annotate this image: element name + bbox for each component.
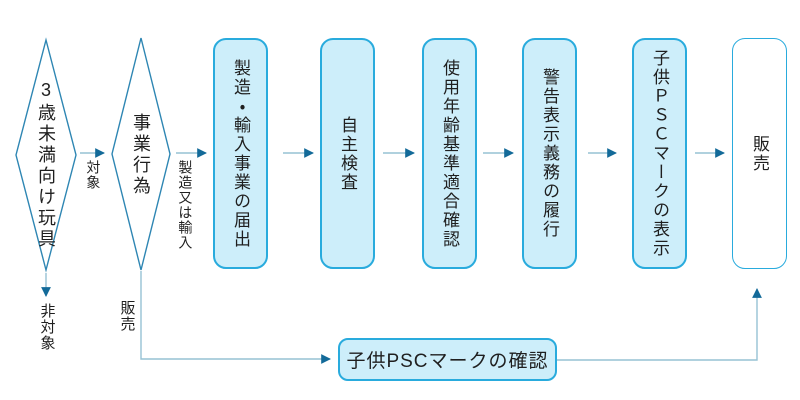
stage-label-psc-mark-display: 子供ＰＳＣマークの表示 (650, 49, 669, 258)
stage-box-business-notification: 製造・輸入事業の届出 (213, 38, 268, 269)
connector-confirmation-to-sale (557, 288, 762, 361)
stage-box-psc-mark-display: 子供ＰＳＣマークの表示 (632, 38, 687, 269)
connector-sale-to-confirmation (140, 271, 331, 364)
stage-box-warning-label-obligation: 警告表示義務の履行 (522, 38, 577, 269)
stage-label-warning-label-obligation: 警告表示義務の履行 (540, 68, 559, 239)
label-sale: 販売 (118, 300, 136, 332)
label-target: 対象 (85, 160, 102, 190)
stage-label-self-inspection: 自主検査 (338, 115, 357, 192)
stage-label-business-notification: 製造・輸入事業の届出 (231, 58, 250, 249)
psc-mark-confirmation-label: 子供PSCマークの確認 (346, 351, 549, 372)
label-manufacture-or-import: 製造又は輸入 (177, 160, 194, 250)
stage-label-age-standard-conformity: 使用年齢基準適合確認 (440, 58, 459, 249)
label-non-target: 非対象 (38, 303, 56, 351)
decision-business-activity-label: 事業行為 (131, 113, 151, 197)
stage-box-age-standard-conformity: 使用年齢基準適合確認 (422, 38, 477, 269)
stage-label-sale: 販売 (750, 134, 769, 173)
decision-toy-under3-label: 3歳未満向け玩具 (36, 80, 56, 250)
decision-business-activity-shape (111, 37, 171, 271)
stage-box-sale: 販売 (732, 38, 787, 269)
stage-box-self-inspection: 自主検査 (320, 38, 375, 269)
psc-mark-confirmation-box: 子供PSCマークの確認 (338, 338, 557, 381)
decision-toy-under3-shape (15, 37, 77, 273)
